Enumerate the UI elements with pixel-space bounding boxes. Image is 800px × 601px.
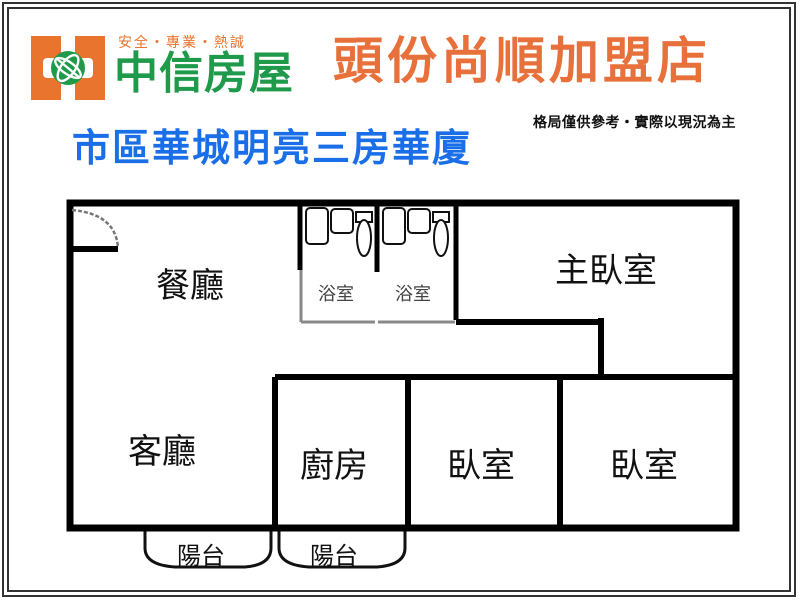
room-label-living: 客廳 [128, 432, 196, 472]
balcony-shapes [143, 530, 407, 569]
disclaimer-text: 格局僅供參考・實際以現況為主 [533, 115, 736, 131]
room-label-balcony-2: 陽台 [310, 542, 358, 570]
room-label-balcony-1: 陽台 [177, 542, 225, 570]
company-slogan: 安全・專業・熱誠 [118, 35, 246, 51]
room-label-bath-1: 浴室 [318, 284, 354, 305]
inner-frame [7, 7, 791, 592]
door-swing-icon [70, 208, 120, 252]
bathroom-fixtures-icon [305, 207, 450, 257]
room-label-bedroom-1: 臥室 [447, 446, 515, 486]
company-name: 中信房屋 [114, 48, 294, 99]
room-label-dining: 餐廳 [156, 266, 224, 306]
listing-title: 市區華城明亮三房華廈 [72, 126, 473, 170]
store-name: 頭份尚順加盟店 [333, 32, 711, 90]
room-label-bath-2: 浴室 [395, 284, 431, 305]
company-logo-icon [31, 36, 105, 100]
room-label-bedroom-2: 臥室 [610, 446, 678, 486]
room-label-master-bedroom: 主臥室 [555, 251, 657, 291]
room-label-kitchen: 廚房 [300, 446, 368, 486]
